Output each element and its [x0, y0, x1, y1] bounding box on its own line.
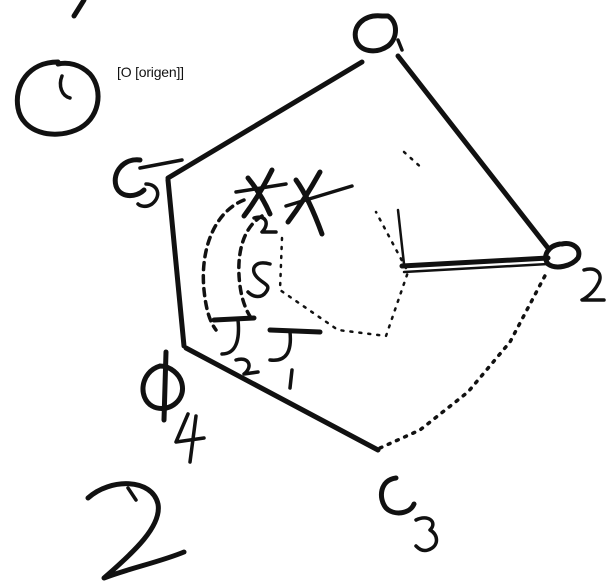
- label-x1: [286, 172, 352, 234]
- vertex-o1: [355, 16, 402, 51]
- outer-hexagon: [168, 56, 548, 450]
- vertex-o3: [381, 478, 436, 551]
- edge-o5-o4: [168, 180, 184, 346]
- inner-pentagon-dotted: [280, 152, 424, 336]
- edge-o3-o2-dotted: [380, 270, 548, 448]
- vertex-o4: [143, 352, 204, 462]
- corner-numeral-2: [88, 484, 184, 578]
- edge-o4-o3: [186, 348, 378, 450]
- edge-o5-o1: [168, 62, 362, 178]
- origin-vertex: [17, 62, 98, 134]
- label-s: [248, 263, 270, 297]
- label-j2-j1: [214, 318, 320, 388]
- origin-annotation: [O [origen]]: [117, 64, 184, 80]
- stray-stroke: [74, 0, 84, 16]
- edge-o1-o2: [398, 56, 548, 248]
- vertex-o2: [546, 244, 604, 300]
